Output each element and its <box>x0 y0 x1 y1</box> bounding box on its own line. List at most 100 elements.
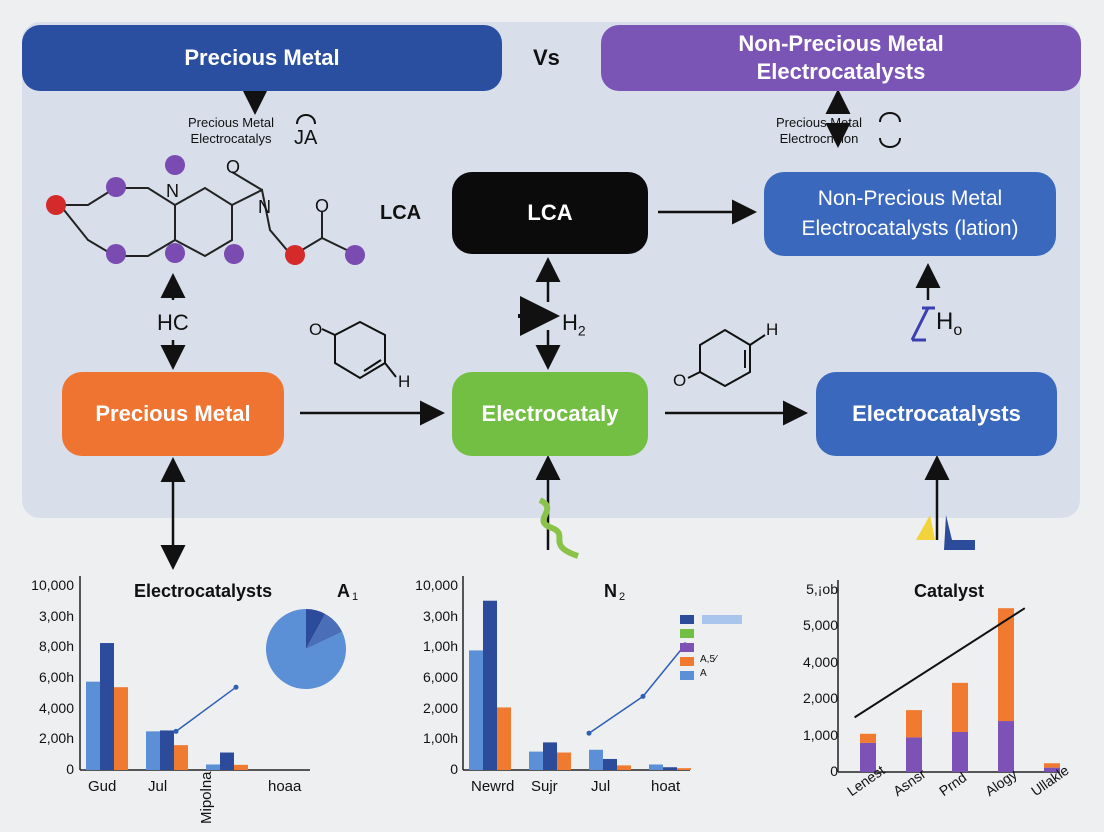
lca-side-label: LCA <box>380 202 422 224</box>
yellow-shape-icon <box>916 515 935 540</box>
chart3-title: Catalyst <box>914 581 985 601</box>
chart3-trend-line <box>854 607 1026 719</box>
chart1-y-tick: 6,00h <box>38 669 74 685</box>
chart2-y-tick: 6,000 <box>422 669 458 685</box>
chart1-y-tick: 2,00h <box>38 730 74 747</box>
chart2-legend-swatch <box>680 643 694 652</box>
wavy-green-icon <box>538 497 580 559</box>
chart2-legend-bar <box>702 615 742 624</box>
vs-label: Vs <box>533 45 560 70</box>
chart2-legend-swatch <box>680 657 694 666</box>
chart1-y-tick: 8,00h <box>38 638 74 655</box>
box-electrocatalysts: Electrocatalysts <box>816 372 1057 456</box>
chart2-bar <box>677 768 691 770</box>
non-precious-box-line1: Non-Precious Metal <box>817 187 1003 210</box>
ho-label: Ho <box>936 308 962 340</box>
right-small-line1: Precious Metal <box>776 115 862 130</box>
chart3-bar <box>1044 767 1060 772</box>
chart1-bar <box>146 731 160 770</box>
chart1-x-tick: Jul <box>148 778 168 795</box>
ring1-h: H <box>398 372 411 391</box>
chart1-y-tick: 3,00h <box>38 607 74 624</box>
chart2-trend-point <box>586 730 592 736</box>
chart2-bar <box>543 742 557 770</box>
chart1-corner-sub: 1 <box>352 591 359 603</box>
chart2-y-tick: 10,000 <box>415 577 458 593</box>
h2-letter: H <box>562 310 578 335</box>
molecule-n1: N <box>166 181 179 201</box>
right-small-label: Precious Metal Electrocnelon <box>776 115 862 147</box>
box-precious-metal: Precious Metal <box>62 372 284 456</box>
hc-label: HC <box>157 310 189 335</box>
chart3-y-tick: 5,000 <box>802 617 838 634</box>
left-small-line2: Electrocatalys <box>190 131 272 146</box>
chart2-y-tick: 0 <box>450 761 458 777</box>
left-small-line1: Precious Metal <box>188 115 274 130</box>
chart2-x-tick: Newrd <box>471 778 515 795</box>
chart2-title: N <box>604 581 617 601</box>
chart1-trend-point <box>173 728 179 734</box>
ring-left <box>321 320 397 380</box>
chart2-bar <box>557 752 571 770</box>
chart2-bar <box>529 751 543 770</box>
chart1-y-tick: 10,000 <box>31 577 74 593</box>
chart3-bar <box>860 742 876 772</box>
chart2-legend-swatch <box>680 615 694 624</box>
chart1-x-tick: Mipolna <box>198 771 215 824</box>
chart1-title: Electrocatalysts <box>134 581 273 601</box>
ring1-o: O <box>309 320 323 339</box>
header-right-line1: Non-Precious Metal <box>738 31 944 56</box>
non-precious-box: Non-Precious Metal Electrocatalysts (lat… <box>764 172 1056 256</box>
chart3-bar <box>906 737 922 772</box>
chart2-legend-swatch <box>680 671 694 680</box>
ho-sub: o <box>953 321 963 339</box>
chart2-y-tick: 1,00h <box>422 730 458 747</box>
molecule-o-top: O <box>226 157 241 177</box>
chart2-x-tick: Sujr <box>531 778 558 795</box>
chart3-y-tick: 5,¡ob <box>806 581 838 597</box>
chart1-y-tick: 0 <box>66 761 74 777</box>
chart3-bar <box>998 721 1014 772</box>
molecule-atoms <box>46 155 365 265</box>
chart3-bar <box>952 682 968 732</box>
chart1-bar <box>86 681 100 770</box>
chart1-y-tick: 4,000 <box>38 699 74 716</box>
molecule-n2: N <box>258 197 271 217</box>
ho-symbol-icon <box>910 306 935 342</box>
chart1-x-tick: Gud <box>88 778 117 795</box>
chart2-bar <box>497 707 511 770</box>
pie-slice <box>306 609 326 649</box>
chart3-bar <box>952 731 968 772</box>
chart1-bar <box>220 752 234 770</box>
non-precious-box-line2: Electrocatalysts (lation) <box>801 217 1019 240</box>
box-electrocataly: Electrocataly <box>452 372 648 456</box>
chart2-bar <box>617 765 631 770</box>
chart2-legend-label: A <box>700 668 707 679</box>
ring2-h: H <box>766 320 779 339</box>
chart3-bar <box>906 710 922 738</box>
chart3-y-tick: 4,000 <box>802 653 838 670</box>
ring2-o: O <box>673 371 687 390</box>
chart3-bar <box>860 733 876 743</box>
h2-label: H2 <box>562 310 586 338</box>
loop-icon <box>879 112 901 148</box>
ring-right <box>687 328 766 388</box>
arc-icon <box>296 114 316 125</box>
chart2-trend-point <box>640 693 646 699</box>
chart2-y-tick: 3,00h <box>422 607 458 624</box>
chart2-y-tick: 1,00h <box>422 638 458 655</box>
molecule-o-right: O <box>315 196 330 216</box>
header-right-line2: Electrocatalysts <box>756 59 926 84</box>
chart3-bar <box>1044 763 1060 768</box>
left-small-suffix: JA <box>294 127 318 149</box>
chart2-title-sub: 2 <box>619 591 626 603</box>
blue-shape-icon <box>944 515 975 550</box>
chart3-bar <box>998 608 1014 722</box>
chart2-x-tick: hoat <box>651 778 681 795</box>
chart2-legend-swatch <box>680 629 694 638</box>
h2-sub: 2 <box>577 322 586 339</box>
chart1-trend-line <box>175 686 237 732</box>
chart2-bar <box>589 749 603 770</box>
